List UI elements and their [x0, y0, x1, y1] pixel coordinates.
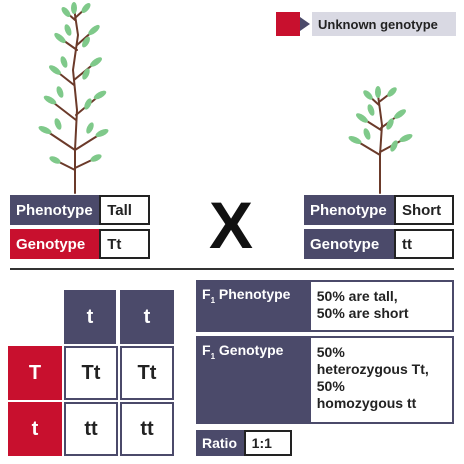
ratio-value: 1:1	[243, 430, 292, 456]
ratio-label: Ratio	[196, 430, 244, 456]
punnett-square: t t T t Tt Tt tt tt	[8, 290, 178, 456]
punnett-row-header: t	[8, 402, 62, 456]
legend: Unknown genotype	[276, 12, 456, 36]
left-genotype-value: Tt	[99, 229, 150, 259]
left-phenotype-row: Phenotype Tall	[10, 195, 150, 225]
left-genotype-row: Genotype Tt	[10, 229, 150, 259]
right-genotype-value: tt	[393, 229, 454, 259]
left-genotype-label: Genotype	[10, 229, 100, 259]
f1-genotype-value: 50% heterozygous Tt, 50% homozygous tt	[308, 336, 454, 424]
f1-genotype-box: F1 Genotype 50% heterozygous Tt, 50% hom…	[196, 336, 454, 424]
right-genotype-label: Genotype	[304, 229, 394, 259]
right-genotype-row: Genotype tt	[304, 229, 454, 259]
legend-label: Unknown genotype	[312, 12, 456, 36]
cross-symbol: X	[208, 188, 254, 262]
short-plant-illustration	[348, 86, 413, 194]
punnett-row-header: T	[8, 346, 62, 400]
f1-genotype-label: F1 Genotype	[202, 342, 284, 361]
ratio-row: Ratio 1:1	[196, 430, 292, 456]
f1-phenotype-value: 50% are tall, 50% are short	[308, 280, 454, 332]
punnett-cell: Tt	[120, 346, 174, 400]
left-phenotype-label: Phenotype	[10, 195, 100, 225]
right-phenotype-value: Short	[393, 195, 454, 225]
punnett-col-header: t	[64, 290, 116, 344]
punnett-col-header: t	[120, 290, 174, 344]
f1-phenotype-box: F1 Phenotype 50% are tall, 50% are short	[196, 280, 454, 332]
punnett-cell: tt	[64, 402, 118, 456]
legend-swatch	[276, 12, 300, 36]
legend-arrow-icon	[300, 17, 310, 31]
right-phenotype-row: Phenotype Short	[304, 195, 454, 225]
punnett-cell: tt	[120, 402, 174, 456]
tall-plant-illustration	[38, 2, 109, 194]
f1-phenotype-label: F1 Phenotype	[202, 286, 291, 305]
divider	[10, 268, 454, 270]
punnett-cell: Tt	[64, 346, 118, 400]
right-phenotype-label: Phenotype	[304, 195, 394, 225]
left-phenotype-value: Tall	[99, 195, 150, 225]
